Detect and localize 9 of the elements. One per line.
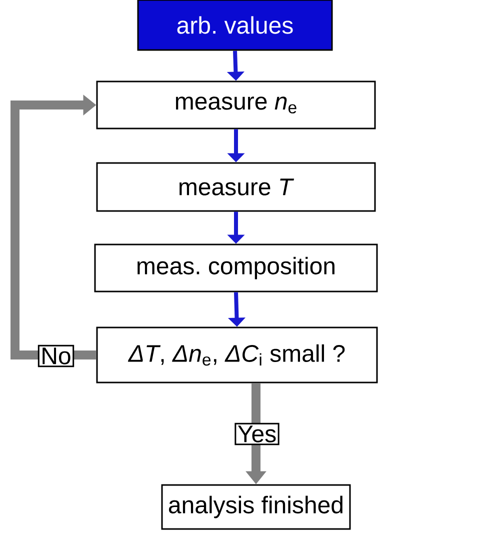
- edge-label: No: [38, 344, 74, 368]
- arrow: [10, 94, 96, 360]
- edge-label: Yes: [234, 422, 280, 446]
- process-box: meas. composition: [94, 244, 378, 292]
- process-box: measure n$_{e}$: [96, 80, 376, 130]
- process-box: ΔT, Δn$_{e}$, ΔC$_{i}$ small ?: [96, 326, 378, 384]
- process-box: measure T: [96, 162, 376, 212]
- process-box: arb. values: [137, 0, 333, 51]
- process-box: analysis finished: [161, 484, 351, 530]
